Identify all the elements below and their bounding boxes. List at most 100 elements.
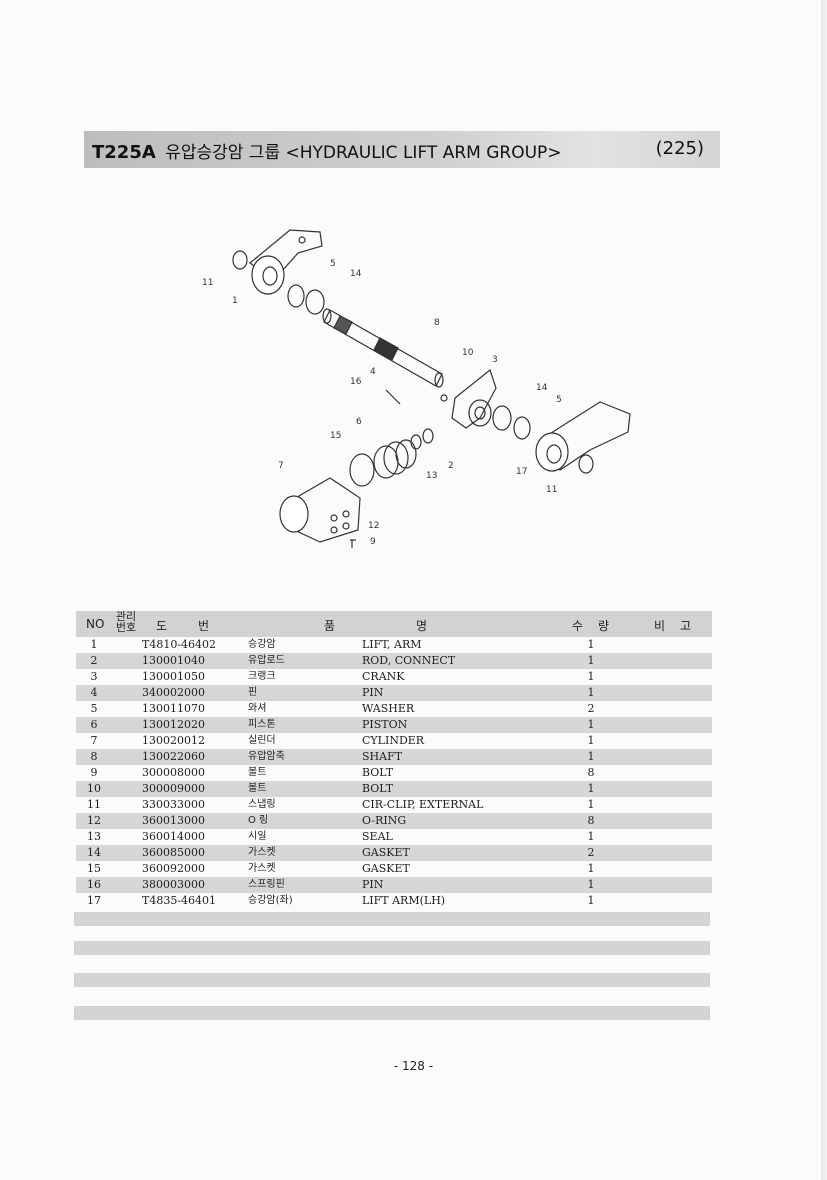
row-no: 10 — [87, 782, 101, 795]
callout-label: 12 — [368, 521, 379, 531]
header-name-b: 명 — [416, 619, 428, 633]
title-korean: 유압승강암 그룹 — [165, 143, 281, 163]
callout-label: 14 — [350, 269, 362, 279]
korean-name: O 링 — [248, 815, 269, 826]
english-name: SHAFT — [362, 750, 403, 763]
header-drawing-a: 도 — [156, 619, 168, 633]
washer-part — [287, 284, 305, 308]
korean-name: 크랭크 — [248, 671, 276, 682]
seal-part — [410, 434, 422, 450]
header-drawing-b: 번 — [198, 619, 210, 633]
korean-name: 스프링핀 — [248, 879, 285, 890]
row-no: 7 — [90, 734, 98, 747]
part-number: 130012020 — [142, 718, 205, 731]
quantity: 1 — [587, 782, 595, 795]
callout-label: 1 — [232, 296, 238, 306]
header-qty-a: 수 — [572, 619, 584, 633]
header-qty-b: 량 — [598, 619, 610, 633]
empty-row-band — [74, 973, 710, 987]
row-no: 2 — [90, 654, 98, 667]
callout-label: 16 — [350, 377, 362, 387]
callout-label: 11 — [546, 485, 557, 495]
spring-pin-part — [385, 389, 401, 405]
english-name: ROD, CONNECT — [362, 654, 456, 667]
circlip-part-right — [578, 454, 594, 474]
o-ring-part — [349, 453, 375, 487]
gasket-part — [305, 289, 325, 315]
callout-label: 7 — [278, 461, 284, 471]
english-name: SEAL — [362, 830, 393, 843]
quantity: 1 — [587, 878, 595, 891]
row-no: 15 — [87, 862, 101, 875]
quantity: 1 — [587, 686, 595, 699]
part-number: 130022060 — [142, 750, 205, 763]
english-name: PIN — [362, 878, 384, 891]
callout-label: 17 — [516, 467, 527, 477]
group-number: (225) — [655, 138, 704, 159]
callout-label: 5 — [330, 259, 336, 269]
callout-label: 8 — [434, 318, 440, 328]
quantity: 1 — [587, 654, 595, 667]
korean-name: 핀 — [248, 687, 258, 698]
korean-name: 시일 — [248, 831, 267, 842]
parts-table: NO 관리 번호 도 번 품 명 수 량 비 고 1 T4810-46402 승강암… — [76, 611, 712, 909]
english-name: CIR-CLIP, EXTERNAL — [362, 798, 484, 811]
crank-part — [451, 368, 497, 429]
english-name: BOLT — [362, 782, 394, 795]
empty-row-band — [74, 941, 710, 955]
header-remark-a: 비 — [654, 619, 666, 633]
table-row: 2 130001040 유압로드 ROD, CONNECT 1 — [76, 653, 712, 669]
row-no: 9 — [90, 766, 98, 779]
part-number: 340002000 — [142, 686, 205, 699]
row-no: 8 — [90, 750, 98, 763]
korean-name: 실린더 — [248, 735, 276, 746]
part-number: 360085000 — [142, 846, 205, 859]
cylinder-part — [279, 477, 361, 543]
english-name: GASKET — [362, 862, 410, 875]
page-edge — [821, 0, 827, 1180]
header-name-a: 품 — [324, 619, 336, 633]
row-no: 16 — [87, 878, 101, 891]
page-title: T225A 유압승강암 그룹 <HYDRAULIC LIFT ARM GROUP… — [92, 138, 562, 163]
english-name: O-RING — [362, 814, 407, 827]
korean-name: 가스켓 — [248, 863, 276, 874]
korean-name: 피스톤 — [248, 719, 276, 730]
callout-label: 5 — [556, 395, 562, 405]
empty-row-band — [74, 1006, 710, 1020]
callout-label: 13 — [426, 471, 437, 481]
model-code: T225A — [92, 142, 156, 163]
part-number: 130001050 — [142, 670, 205, 683]
english-name: PISTON — [362, 718, 408, 731]
quantity: 1 — [587, 830, 595, 843]
title-english: <HYDRAULIC LIFT ARM GROUP> — [285, 143, 562, 163]
lift-arm-lh-part — [535, 401, 631, 472]
quantity: 1 — [587, 862, 595, 875]
quantity: 1 — [587, 670, 595, 683]
row-no: 13 — [87, 830, 101, 843]
table-header: NO 관리 번호 도 번 품 명 수 량 비 고 — [76, 611, 712, 637]
callout-label: 14 — [536, 383, 548, 393]
piston-part — [373, 439, 417, 479]
part-number: T4810-46402 — [142, 638, 217, 651]
korean-name: 유압로드 — [248, 655, 285, 666]
quantity: 8 — [587, 814, 595, 827]
callout-label: 2 — [448, 461, 454, 471]
english-name: BOLT — [362, 766, 394, 779]
row-no: 1 — [90, 638, 98, 651]
korean-name: 승강암(좌) — [248, 895, 293, 906]
part-number: 130001040 — [142, 654, 205, 667]
korean-name: 승강암 — [248, 639, 276, 650]
